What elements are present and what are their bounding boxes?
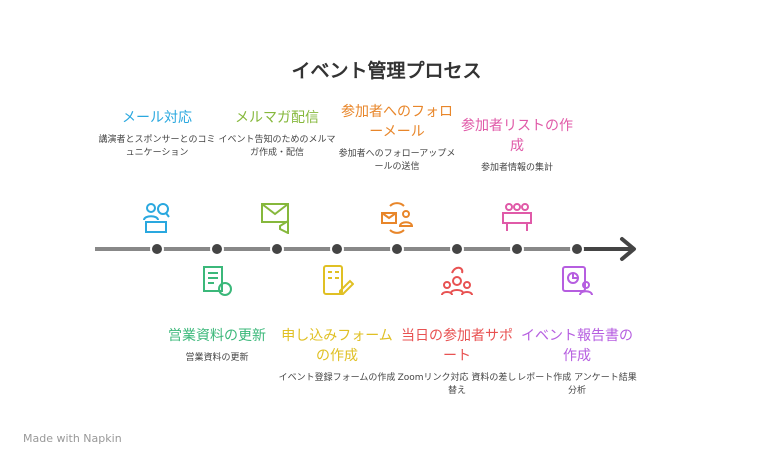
report-user-icon — [562, 266, 593, 296]
step-description: レポート作成 アンケート結果分析 — [517, 373, 637, 396]
form-pen-icon — [323, 265, 354, 295]
step-heading: 参加者へのフォローメール — [341, 104, 453, 140]
step-heading: 申し込みフォームの作成 — [281, 328, 393, 364]
step-heading: 営業資料の更新 — [168, 328, 266, 344]
timeline-dot — [330, 242, 344, 256]
timeline-dot — [390, 242, 404, 256]
diagram-title: イベント管理プロセス — [291, 60, 482, 82]
step-heading: イベント報告書の作成 — [521, 328, 633, 364]
timeline-dot — [210, 242, 224, 256]
step-description: イベント登録フォームの作成 — [278, 373, 396, 383]
group-icon — [502, 203, 532, 231]
step-description: 営業資料の更新 — [185, 353, 249, 363]
timeline-dot — [510, 242, 524, 256]
people-chat-icon — [143, 203, 170, 233]
step-attendee-list: 参加者リストの作成 参加者情報の集計 — [457, 116, 577, 175]
step-event-report: イベント報告書の作成 レポート作成 アンケート結果分析 — [517, 326, 637, 398]
step-description: 講演者とスポンサーとのコミュニケーション — [98, 135, 216, 158]
made-with-napkin-footer: Made with Napkin — [23, 432, 122, 445]
support-people-icon — [441, 266, 473, 296]
step-follow-up-mail: 参加者へのフォローメール 参加者へのフォローアップメールの送信 — [337, 102, 457, 174]
timeline-dot — [150, 242, 164, 256]
timeline-dot — [570, 242, 584, 256]
step-newsletter: メルマガ配信 イベント告知のためのメルマガ作成・配信 — [217, 108, 337, 160]
step-registration-form: 申し込みフォームの作成 イベント登録フォームの作成 — [277, 326, 397, 385]
step-heading: メール対応 — [122, 110, 192, 126]
document-refresh-icon — [203, 266, 232, 296]
envelope-megaphone-icon — [261, 203, 289, 234]
step-mail-support: メール対応 講演者とスポンサーとのコミュニケーション — [97, 108, 217, 160]
step-description: イベント告知のためのメルマガ作成・配信 — [218, 135, 336, 158]
mail-refresh-icon — [381, 202, 414, 234]
timeline-dot — [450, 242, 464, 256]
step-heading: メルマガ配信 — [235, 110, 319, 126]
step-description: Zoomリンク対応 資料の差し替え — [397, 373, 517, 396]
step-sales-material: 営業資料の更新 営業資料の更新 — [157, 326, 277, 365]
step-heading: 参加者リストの作成 — [461, 118, 573, 154]
step-heading: 当日の参加者サポート — [401, 328, 513, 364]
step-description: 参加者情報の集計 — [480, 163, 553, 173]
step-description: 参加者へのフォローアップメールの送信 — [338, 149, 456, 172]
timeline-dot — [270, 242, 284, 256]
step-day-support: 当日の参加者サポート Zoomリンク対応 資料の差し替え — [397, 326, 517, 398]
